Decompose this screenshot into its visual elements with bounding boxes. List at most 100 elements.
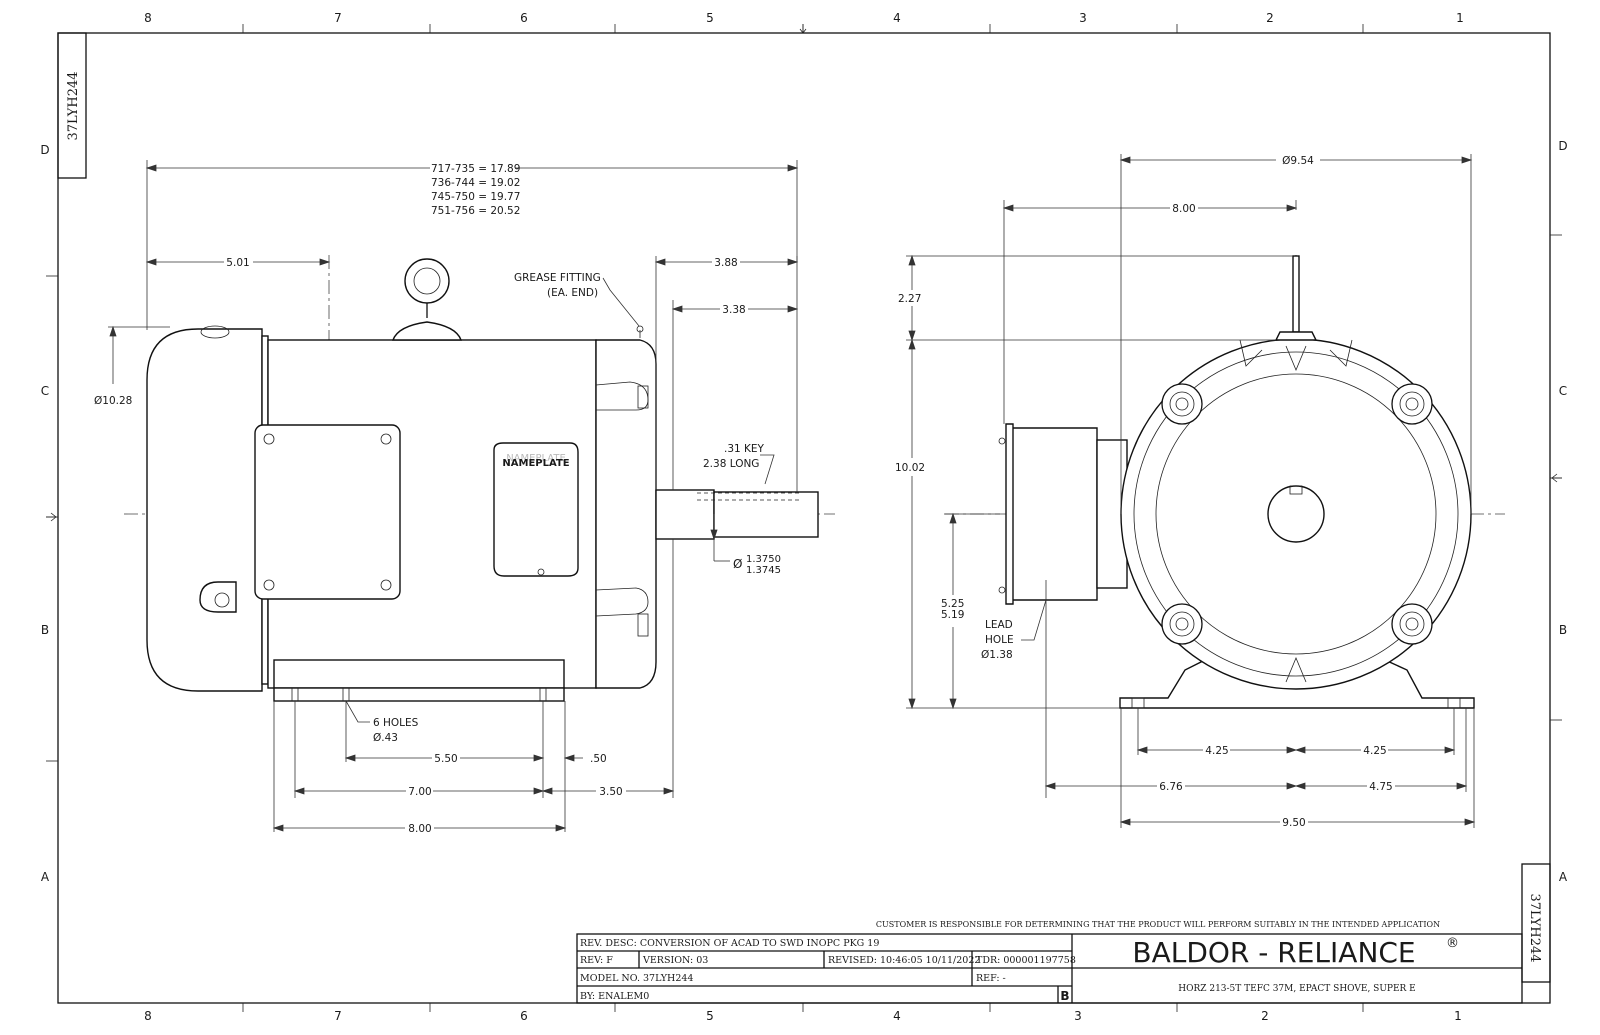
zone-col-2-top: 2 xyxy=(1266,11,1274,25)
shaft-dia-bottom: 1.3745 xyxy=(746,565,781,576)
drawing-number-top: 37LYH244 xyxy=(66,71,81,140)
lead-hole-label-3: Ø1.38 xyxy=(981,649,1013,661)
nameplate-ghost-label: NAMEPLATE xyxy=(506,453,566,464)
dim-5-01: 5.01 xyxy=(226,257,249,269)
zone-row-a-right: A xyxy=(1559,870,1568,884)
end-view: Ø9.54 8.00 2.27 10.02 5.25 5.19 xyxy=(895,154,1505,829)
key-label-2: 2.38 LONG xyxy=(703,458,759,470)
drawing-number-box-top xyxy=(57,32,87,179)
grease-fitting-label-2: (EA. END) xyxy=(547,287,598,299)
conduit-screw-3 xyxy=(263,579,275,591)
dim-5-19: 5.19 xyxy=(941,609,964,621)
dim-8-00-end: 8.00 xyxy=(1172,203,1195,215)
zone-col-8-top: 8 xyxy=(144,11,152,25)
center-arrow-top-icon xyxy=(799,24,807,34)
zone-col-1-bottom: 1 xyxy=(1454,1009,1462,1023)
dim-10-02: 10.02 xyxy=(895,462,925,474)
end-view-eyebolt xyxy=(1292,255,1300,333)
zone-col-5-bottom: 5 xyxy=(706,1009,714,1023)
zone-col-3-bottom: 3 xyxy=(1074,1009,1082,1023)
fan-cover xyxy=(146,328,263,692)
nameplate xyxy=(493,442,579,577)
zone-row-c-left: C xyxy=(41,384,49,398)
dim-dia-10-28: Ø10.28 xyxy=(94,395,132,407)
zone-row-a-left: A xyxy=(41,870,50,884)
revised-text: REVISED: 10:46:05 10/11/2022 xyxy=(828,955,980,966)
lead-hole-label-2: HOLE xyxy=(985,634,1014,646)
disclaimer-text: CUSTOMER IS RESPONSIBLE FOR DETERMINING … xyxy=(876,920,1440,929)
dim-5-50: 5.50 xyxy=(434,753,457,765)
zone-col-6-bottom: 6 xyxy=(520,1009,528,1023)
zone-col-2-bottom: 2 xyxy=(1261,1009,1269,1023)
title-block: CUSTOMER IS RESPONSIBLE FOR DETERMINING … xyxy=(576,920,1523,1004)
center-arrow-right-icon xyxy=(1550,473,1562,483)
dim-3-88: 3.88 xyxy=(714,257,737,269)
shaft xyxy=(713,491,819,538)
zone-row-c-right: C xyxy=(1559,384,1567,398)
shaft-dia-symbol: Ø xyxy=(733,557,742,571)
motor-base xyxy=(273,659,565,689)
drawing-number-bottom: 37LYH244 xyxy=(1527,893,1542,962)
dim-5-25: 5.25 xyxy=(941,598,964,610)
zone-col-4-bottom: 4 xyxy=(893,1009,901,1023)
dim-dia-9-54: Ø9.54 xyxy=(1282,155,1314,167)
zone-row-b-right: B xyxy=(1559,623,1567,637)
by-text: BY: ENALEM0 xyxy=(580,991,649,1002)
length-dim-line-4: 751-756 = 20.52 xyxy=(431,205,520,217)
end-view-conduit-box xyxy=(1009,427,1098,601)
nameplate-label: NAMEPLATE xyxy=(502,458,569,469)
dim-4-25-right: 4.25 xyxy=(1363,745,1386,757)
length-dim-line-1: 717-735 = 17.89 xyxy=(431,163,520,175)
bolt-bosses xyxy=(1161,383,1433,645)
center-arrow-left-icon xyxy=(46,512,58,522)
dim-6-76: 6.76 xyxy=(1159,781,1183,793)
shaft-dia-top: 1.3750 xyxy=(746,554,781,565)
registered-mark: ® xyxy=(1446,936,1459,951)
key-label-1: .31 KEY xyxy=(724,443,765,455)
dim-9-50: 9.50 xyxy=(1282,817,1305,829)
zone-col-4-top: 4 xyxy=(893,11,901,25)
version-text: VERSION: 03 xyxy=(642,955,708,966)
shaft-shoulder xyxy=(655,489,715,540)
zone-col-6-top: 6 xyxy=(520,11,528,25)
zone-row-d-right: D xyxy=(1558,139,1567,153)
lifting-lug-rear xyxy=(199,581,237,613)
dim-3-50: 3.50 xyxy=(599,786,622,798)
zone-col-8-bottom: 8 xyxy=(144,1009,152,1023)
zone-col-5-top: 5 xyxy=(706,11,714,25)
drawing-description: HORZ 213-5T TEFC 37M, EPACT SHOVE, SUPER… xyxy=(1178,984,1416,994)
rev-text: REV: F xyxy=(580,955,613,966)
zone-col-7-bottom: 7 xyxy=(334,1009,342,1023)
grease-fitting-label-1: GREASE FITTING xyxy=(514,272,601,284)
holes-label-2: Ø.43 xyxy=(373,732,398,744)
end-bracket-inner xyxy=(1155,373,1437,655)
dim-4-25-left: 4.25 xyxy=(1205,745,1228,757)
drawing-number-box-bottom xyxy=(1521,863,1551,983)
side-view: NAMEPLATE NAMEPLATE 717-735 = 17.89 736-… xyxy=(94,160,835,835)
length-dim-line-3: 745-750 = 19.77 xyxy=(431,191,520,203)
rev-desc-text: REV. DESC: CONVERSION OF ACAD TO SWD INO… xyxy=(580,938,879,949)
dim-7-00: 7.00 xyxy=(408,786,431,798)
company-name: BALDOR - RELIANCE xyxy=(1132,936,1415,969)
holes-label-1: 6 HOLES xyxy=(373,717,419,729)
dim-0-50: .50 xyxy=(590,753,607,765)
grease-fitting-icon xyxy=(636,325,644,333)
conduit-screw-4 xyxy=(380,579,392,591)
motor-feet xyxy=(273,687,565,702)
sheet-size-letter: B xyxy=(1060,989,1069,1003)
eyebolt xyxy=(404,258,450,304)
dim-3-38: 3.38 xyxy=(722,304,745,316)
dim-8-00-side: 8.00 xyxy=(408,823,431,835)
zone-col-1-top: 1 xyxy=(1456,11,1464,25)
zone-row-b-left: B xyxy=(41,623,49,637)
eyebolt-boss xyxy=(392,321,462,341)
model-text: MODEL NO. 37LYH244 xyxy=(580,973,693,984)
zone-row-d-left: D xyxy=(40,143,49,157)
conduit-screw-1 xyxy=(263,433,275,445)
fan-cover-hole-top xyxy=(200,325,230,339)
conduit-box xyxy=(254,424,401,600)
lead-hole-label-1: LEAD xyxy=(985,619,1013,631)
front-end-bracket xyxy=(595,339,657,689)
dim-4-75: 4.75 xyxy=(1369,781,1392,793)
